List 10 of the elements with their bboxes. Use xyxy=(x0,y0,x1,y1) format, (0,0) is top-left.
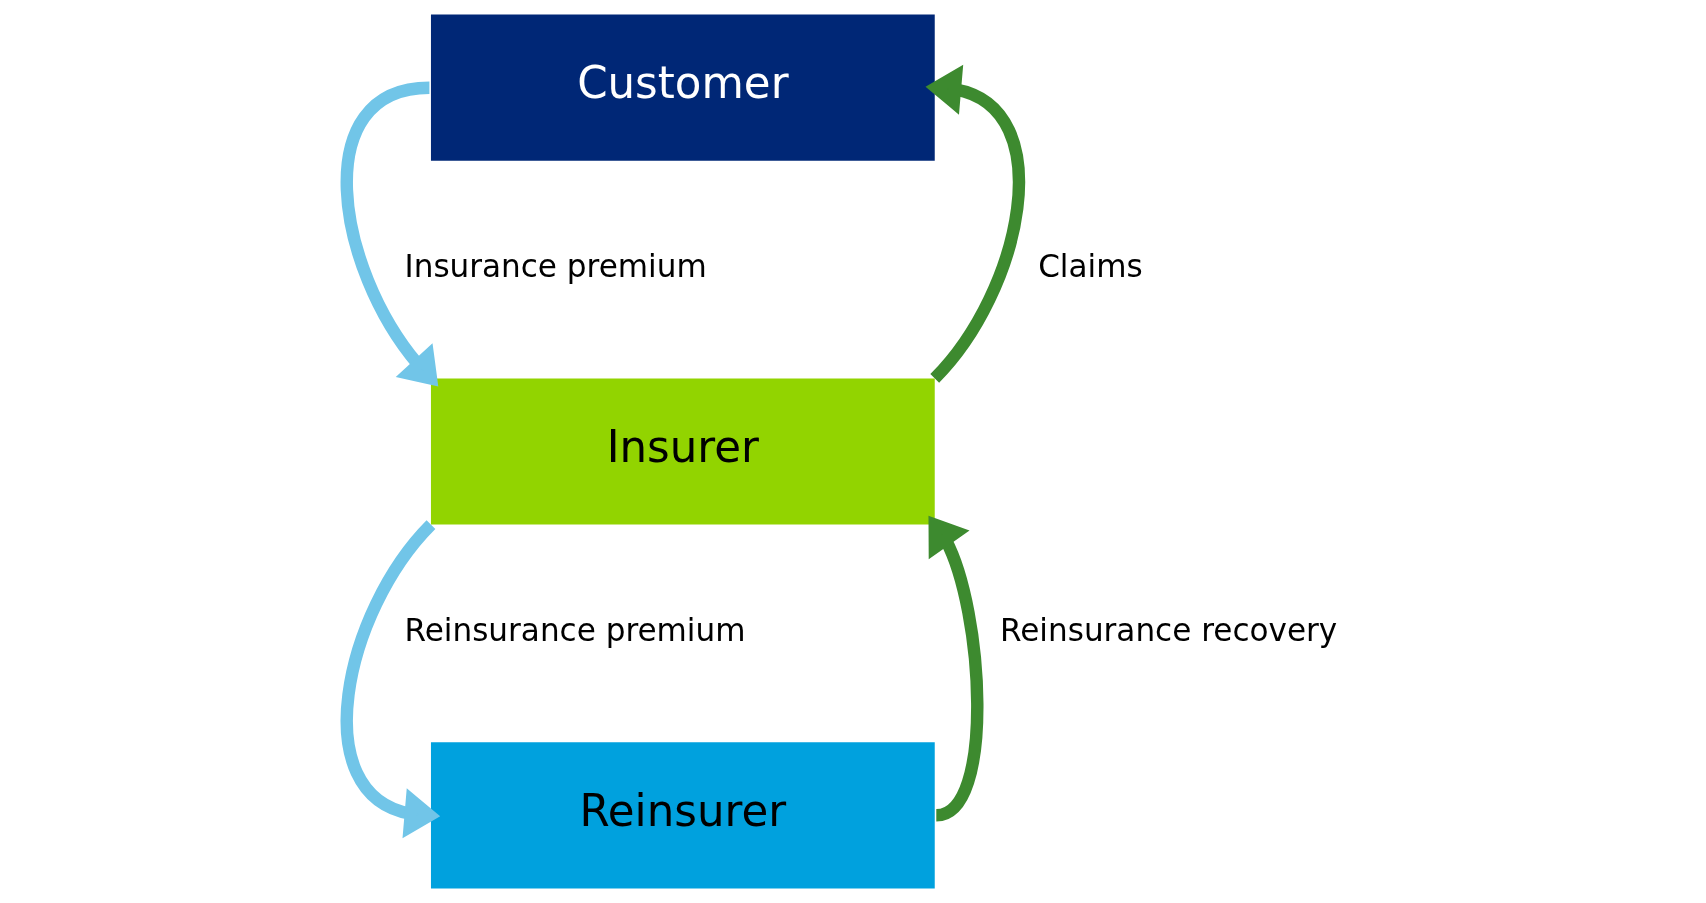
arrow xyxy=(340,520,440,839)
node-box: Reinsurer xyxy=(430,742,935,889)
arrow xyxy=(340,81,438,387)
edge-label: Claims xyxy=(1037,248,1143,285)
edge-label: Reinsurance premium xyxy=(404,612,745,649)
node-box: Insurer xyxy=(430,378,935,525)
node-box: Customer xyxy=(430,14,935,161)
arrow xyxy=(925,64,1025,383)
edge-label: Insurance premium xyxy=(404,248,707,285)
edge-label: Reinsurance recovery xyxy=(999,612,1337,649)
